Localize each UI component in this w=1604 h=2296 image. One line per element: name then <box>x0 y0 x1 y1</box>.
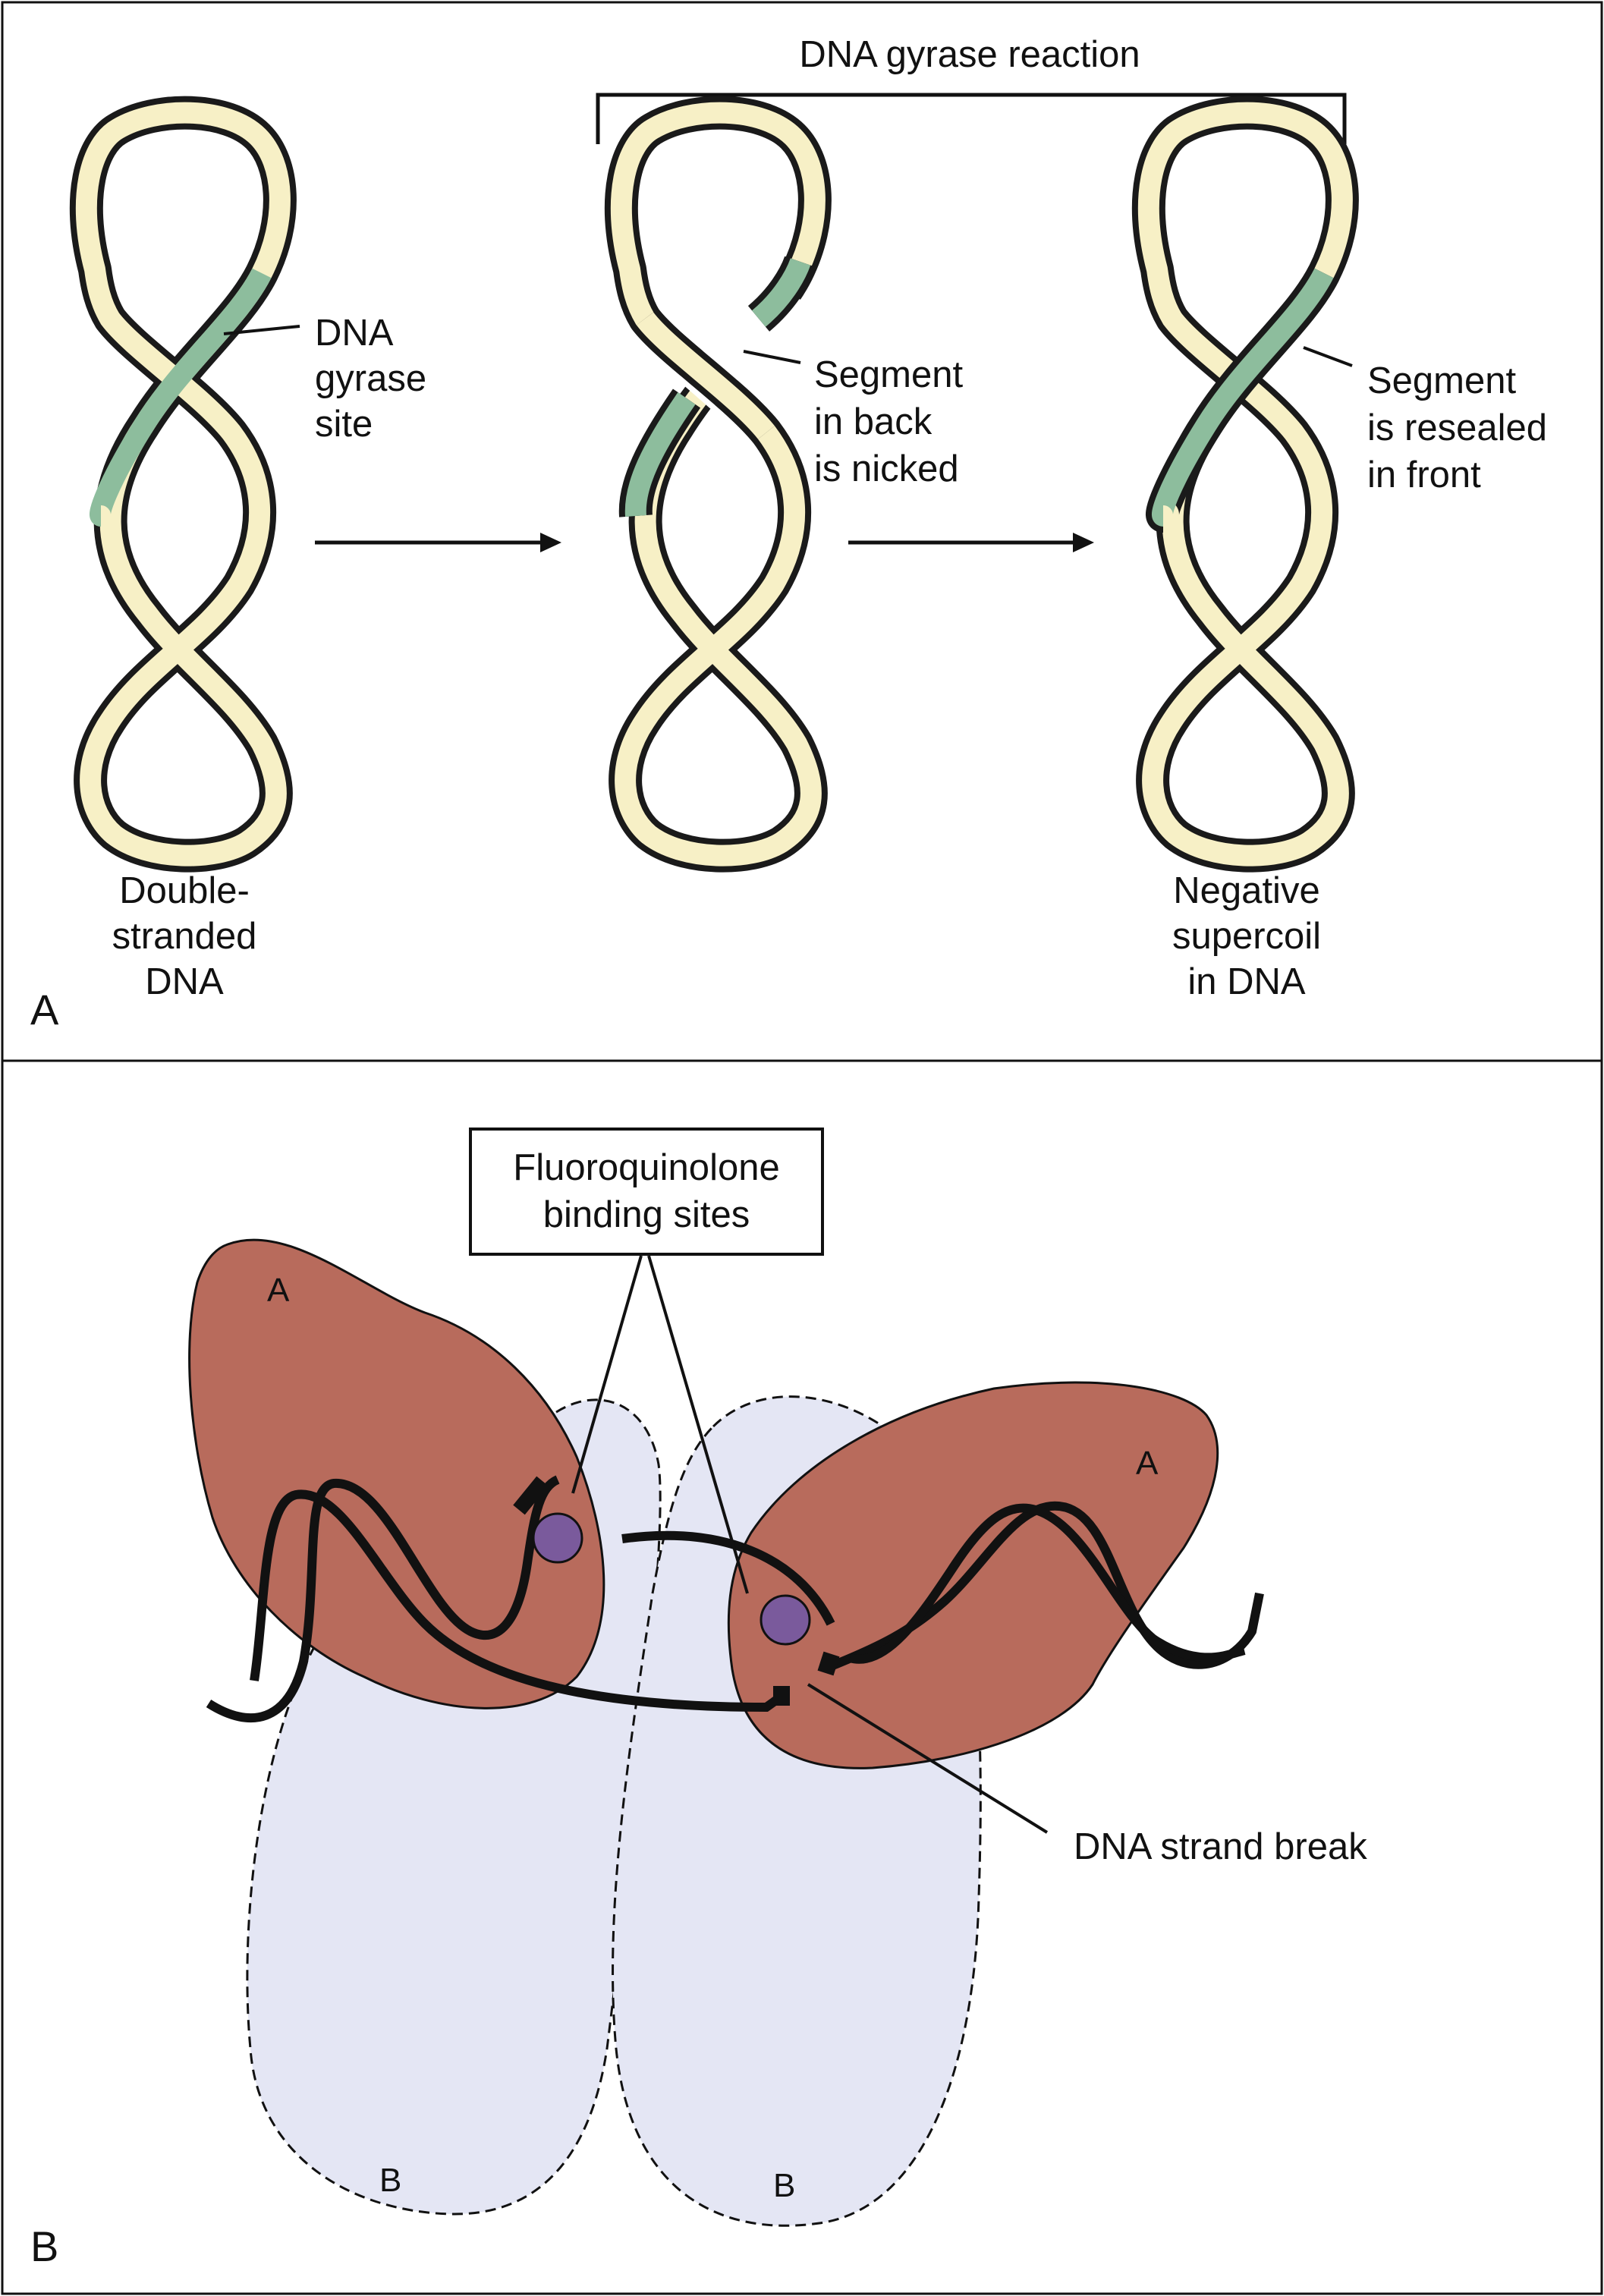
resealed-segment <box>1152 268 1334 527</box>
resealed-label: Segment is resealed in front <box>1303 346 1547 495</box>
gyrase-site-line-1: DNA <box>315 313 394 354</box>
panel-b-letter: B <box>30 2222 58 2270</box>
nicked-end-upper <box>751 258 811 327</box>
subunit-a-right-label: A <box>1136 1445 1159 1482</box>
strand-break-label: DNA strand break <box>1074 1826 1367 1867</box>
strand-break-leader <box>807 1683 1049 1834</box>
dna-strand-left-2 <box>250 1489 788 1713</box>
panel-a: A DNA gyrase reaction DNA gyrase site Do… <box>1 1 1603 1062</box>
resealed-line-3: in front <box>1367 454 1481 495</box>
fluoroquinolone-line-1: Fluoroquinolone <box>513 1147 779 1188</box>
panel-b: B Fluoroquinolone binding sites A A <box>1 1059 1603 2295</box>
reaction-bracket <box>596 93 1347 144</box>
reaction-arrow-2 <box>848 533 1094 552</box>
nicked-label: Segment in back is nicked <box>743 350 964 489</box>
resealed-line-1: Segment <box>1367 360 1517 401</box>
gyrase-site-segment <box>90 268 272 527</box>
resealed-line-2: is resealed <box>1367 407 1547 448</box>
nicked-line-1: Segment <box>814 354 964 395</box>
resealed-leader <box>1303 346 1353 367</box>
binding-site-right <box>760 1594 811 1646</box>
stage-3-caption-line-1: Negative <box>1173 870 1319 911</box>
subunit-b-right-label: B <box>773 2167 795 2204</box>
binding-leader-right <box>647 1255 749 1594</box>
stage-3-caption-line-2: supercoil <box>1172 916 1321 957</box>
nicked-line-2: in back <box>814 401 933 442</box>
dna-stage-1 <box>86 113 280 856</box>
strand-break-end-right <box>817 1651 840 1676</box>
dna-strand-right-2 <box>848 1503 1246 1664</box>
stage-3-caption-line-3: in DNA <box>1187 961 1306 1002</box>
dna-strand-center <box>621 1530 835 1626</box>
panel-a-letter: A <box>30 986 59 1033</box>
gyrase-site-leader <box>223 325 300 335</box>
dna-stage-2 <box>621 113 815 856</box>
nicked-end-lower <box>624 392 696 517</box>
binding-site-left <box>532 1512 583 1564</box>
stage-3-caption: Negative supercoil in DNA <box>1172 870 1321 1002</box>
subunit-a-left <box>188 1238 605 1709</box>
fluoroquinolone-box <box>469 1128 824 1256</box>
gyrase-site-line-3: site <box>315 404 373 445</box>
stage-1-caption-line-3: DNA <box>145 961 224 1002</box>
dna-stage-3 <box>1149 113 1342 856</box>
panel-b-frame <box>1 1059 1603 2295</box>
gyrase-site-label: DNA gyrase site <box>223 313 426 445</box>
dna-strand-left-1 <box>206 1475 560 1723</box>
reaction-arrow-1 <box>315 533 561 552</box>
stage-1-caption-line-2: stranded <box>112 916 257 957</box>
stage-1-caption-line-1: Double- <box>119 870 250 911</box>
nicked-line-3: is nicked <box>814 448 959 489</box>
dna-helix <box>206 1475 1264 1723</box>
binding-leader-left <box>571 1255 643 1494</box>
subunit-a-left-label: A <box>267 1272 290 1309</box>
subunit-b-left-label: B <box>379 2162 401 2199</box>
stage-1-caption: Double- stranded DNA <box>112 870 257 1002</box>
gyrase-reaction-title: DNA gyrase reaction <box>799 34 1140 75</box>
nicked-leader <box>743 350 801 364</box>
fluoroquinolone-line-2: binding sites <box>543 1194 750 1235</box>
strand-break-end-upper <box>513 1476 549 1515</box>
gyrase-site-line-2: gyrase <box>315 358 426 399</box>
